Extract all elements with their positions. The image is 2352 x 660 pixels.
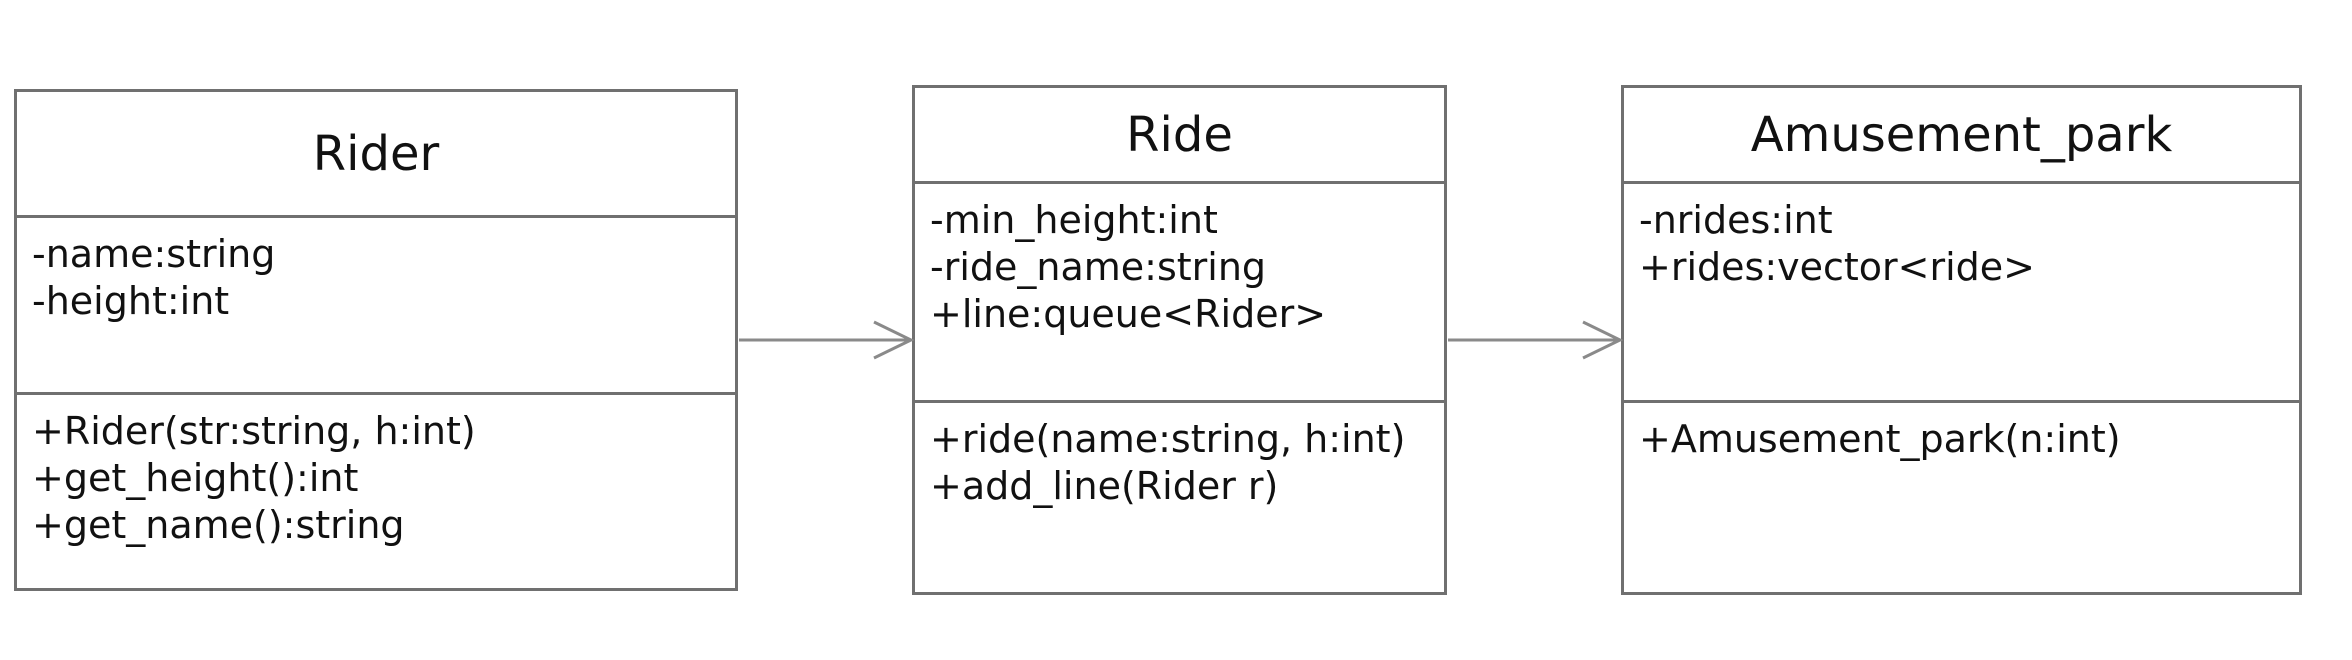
method: +get_height():int <box>32 456 359 500</box>
method: +ride(name:string, h:int) <box>930 417 1406 461</box>
class-name: Ride <box>1126 106 1233 163</box>
method: +Rider(str:string, h:int) <box>32 409 476 453</box>
association-ride-to-amusement-park[interactable] <box>1448 320 1624 360</box>
attribute: -min_height:int <box>930 198 1218 242</box>
attribute: -height:int <box>32 279 230 323</box>
class-name: Amusement_park <box>1750 106 2173 163</box>
class-ride-methods: +ride(name:string, h:int) +add_line(Ride… <box>915 403 1444 592</box>
class-amusement-park-attributes: -nrides:int +rides:vector<ride> <box>1624 184 2299 403</box>
class-name: Rider <box>312 125 440 182</box>
method: +Amusement_park(n:int) <box>1639 417 2121 461</box>
method: +add_line(Rider r) <box>930 464 1279 508</box>
class-ride[interactable]: Ride -min_height:int -ride_name:string +… <box>912 85 1447 595</box>
class-ride-title: Ride <box>915 88 1444 184</box>
class-amusement-park[interactable]: Amusement_park -nrides:int +rides:vector… <box>1621 85 2302 595</box>
class-rider[interactable]: Rider -name:string -height:int +Rider(st… <box>14 89 738 591</box>
class-rider-methods: +Rider(str:string, h:int) +get_height():… <box>17 395 735 588</box>
attribute: -ride_name:string <box>930 245 1267 289</box>
attribute: +line:queue<Rider> <box>930 292 1327 336</box>
method: +get_name():string <box>32 503 405 547</box>
association-rider-to-ride[interactable] <box>739 320 915 360</box>
attribute: -nrides:int <box>1639 198 1833 242</box>
class-rider-attributes: -name:string -height:int <box>17 218 735 395</box>
attribute: -name:string <box>32 232 276 276</box>
class-rider-title: Rider <box>17 92 735 218</box>
attribute: +rides:vector<ride> <box>1639 245 2036 289</box>
class-ride-attributes: -min_height:int -ride_name:string +line:… <box>915 184 1444 403</box>
class-amusement-park-title: Amusement_park <box>1624 88 2299 184</box>
class-amusement-park-methods: +Amusement_park(n:int) <box>1624 403 2299 592</box>
